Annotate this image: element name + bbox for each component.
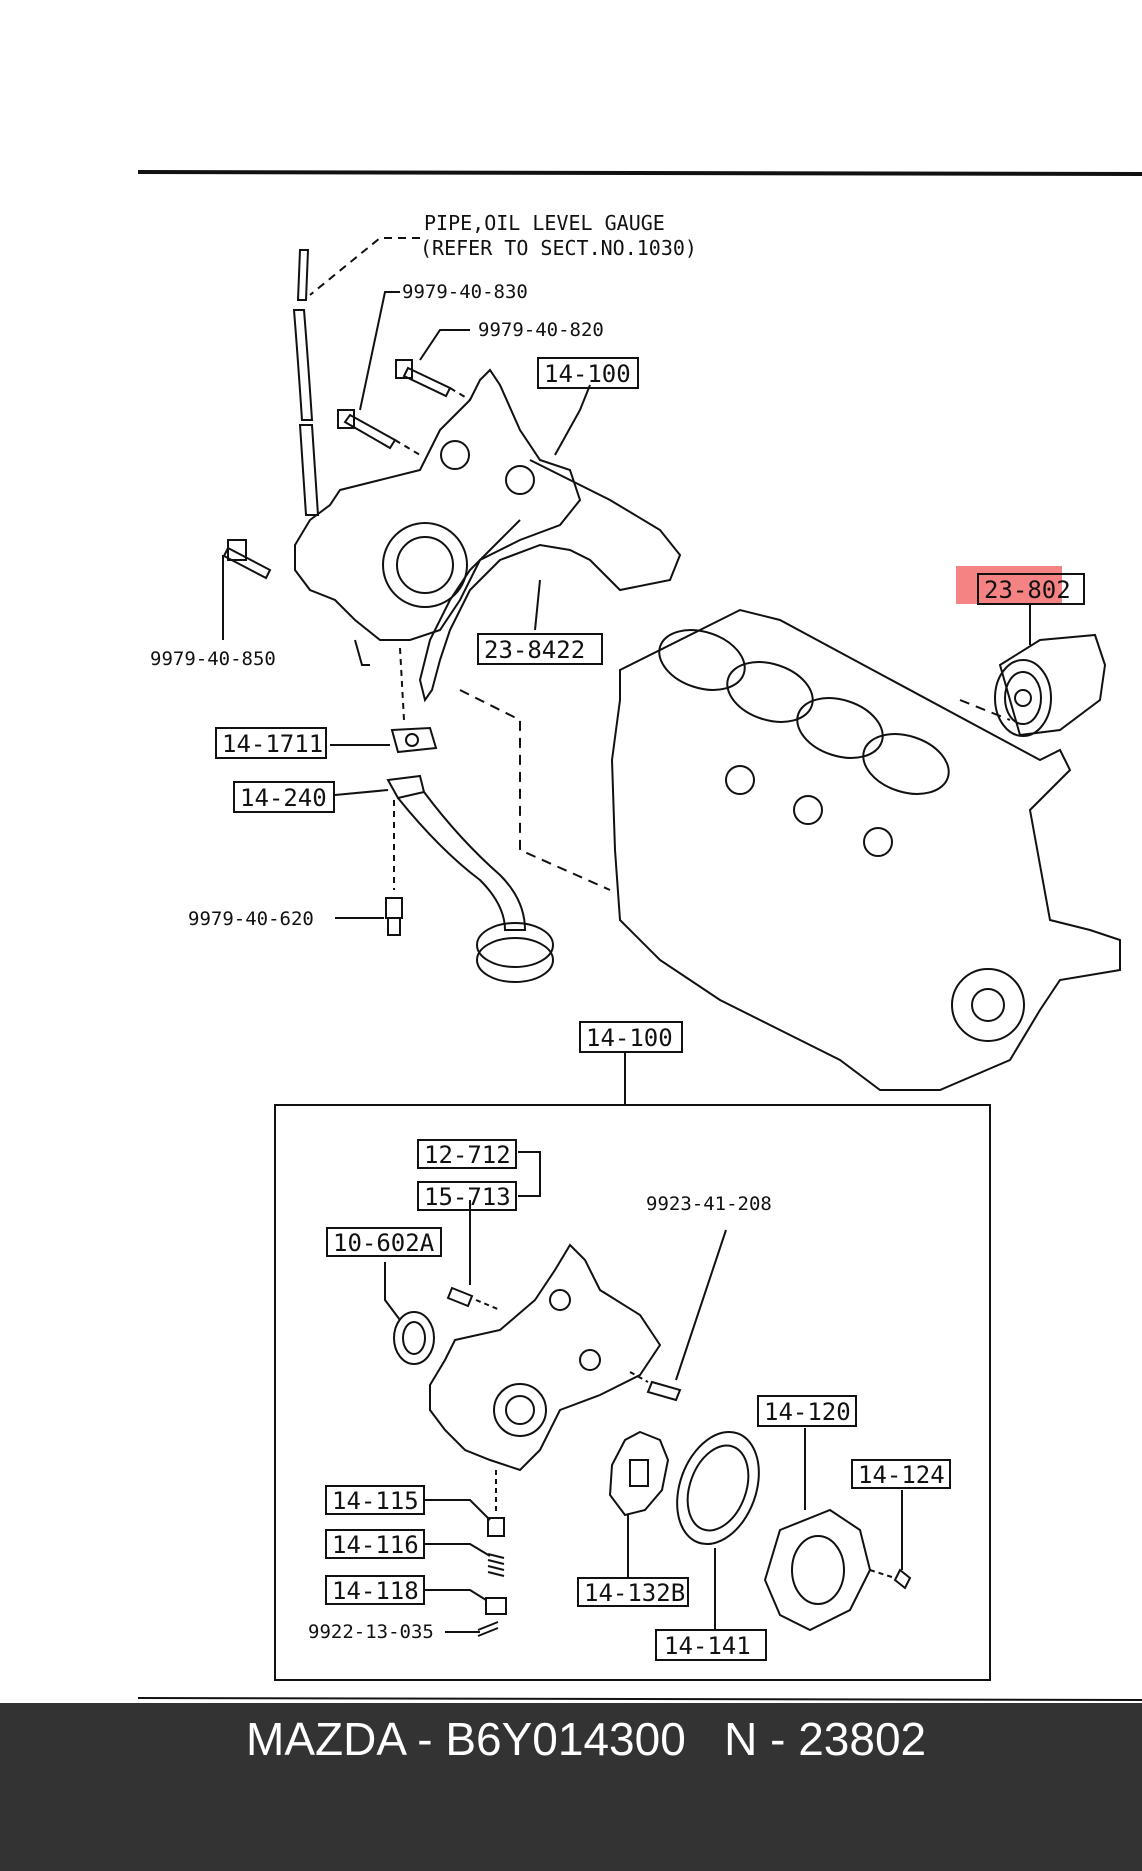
inset-oil-pump-drawing xyxy=(429,1243,662,1472)
gasket-drawing xyxy=(418,459,682,703)
box-14-132B: 14-132B xyxy=(577,1577,689,1607)
inset-oil-seal-drawing xyxy=(393,1311,435,1365)
label-9979-40-830: 9979-40-830 xyxy=(402,281,528,303)
svg-text:12-712: 12-712 xyxy=(424,1141,511,1169)
svg-text:14-240: 14-240 xyxy=(240,784,327,812)
footer-caption: MAZDA - B6Y014300 N - 23802 xyxy=(246,1713,927,1765)
label-9979-40-620: 9979-40-620 xyxy=(188,908,314,930)
bolt-9979-40-830-drawing xyxy=(337,409,397,450)
inset-inner-rotor-drawing xyxy=(608,1430,670,1517)
svg-text:14-120: 14-120 xyxy=(764,1398,851,1426)
box-14-100-inset: 14-100 xyxy=(579,1021,683,1053)
oil-pump-assembly-drawing xyxy=(294,368,582,666)
label-9922-13-035: 9922-13-035 xyxy=(308,1621,434,1643)
box-14-124: 14-124 xyxy=(851,1459,951,1489)
svg-text:10-602A: 10-602A xyxy=(333,1229,435,1257)
bolt-9979-40-620-drawing xyxy=(385,897,403,936)
oil-filter-drawing xyxy=(994,633,1107,737)
inset-dowel-drawing xyxy=(646,1380,682,1402)
inset-relief-plug-drawing xyxy=(485,1597,507,1615)
gauge-leader xyxy=(309,237,420,296)
box-14-240: 14-240 xyxy=(233,781,335,813)
inset-relief-spring-drawing xyxy=(487,1553,505,1577)
box-14-141: 14-141 xyxy=(655,1629,767,1661)
inset-screw-drawing xyxy=(893,1568,912,1590)
inset-pin-drawing xyxy=(446,1286,474,1308)
engine-block-drawing xyxy=(610,608,1121,1091)
svg-text:23-8422: 23-8422 xyxy=(484,636,585,664)
box-14-120: 14-120 xyxy=(757,1395,857,1427)
box-23-8422: 23-8422 xyxy=(477,633,603,665)
box-15-713: 15-713 xyxy=(417,1181,517,1211)
inset-frame xyxy=(274,1104,991,1681)
bottom-rule xyxy=(137,1697,1142,1701)
inset-pump-cover-drawing xyxy=(763,1508,872,1632)
svg-text:14-132B: 14-132B xyxy=(584,1579,685,1607)
header-note-line-1: PIPE,OIL LEVEL GAUGE xyxy=(424,211,665,235)
bolt-9979-40-820-drawing xyxy=(395,359,452,398)
svg-text:14-116: 14-116 xyxy=(332,1531,419,1559)
svg-text:14-141: 14-141 xyxy=(664,1632,751,1660)
svg-text:14-118: 14-118 xyxy=(332,1577,419,1605)
header-note-line-2: (REFER TO SECT.NO.1030) xyxy=(420,236,697,260)
label-9979-40-820: 9979-40-820 xyxy=(478,319,604,341)
svg-text:14-124: 14-124 xyxy=(858,1461,945,1489)
gasket-14-1711-drawing xyxy=(390,726,438,754)
svg-text:14-115: 14-115 xyxy=(332,1487,419,1515)
oil-strainer-drawing xyxy=(386,774,554,983)
bolt-9979-40-850-drawing xyxy=(222,539,272,580)
box-14-116: 14-116 xyxy=(325,1529,425,1559)
box-12-712: 12-712 xyxy=(417,1139,517,1169)
box-14-100-top: 14-100 xyxy=(537,357,639,389)
svg-text:15-713: 15-713 xyxy=(424,1183,511,1211)
svg-text:14-100: 14-100 xyxy=(586,1024,673,1052)
box-14-1711: 14-1711 xyxy=(215,727,327,759)
oil-level-gauge-pipe xyxy=(292,249,320,516)
inset-outer-rotor-drawing xyxy=(676,1430,760,1546)
box-14-115: 14-115 xyxy=(325,1485,425,1515)
svg-text:14-100: 14-100 xyxy=(544,360,631,388)
box-23-802: 23-802 xyxy=(977,573,1085,605)
footer-bar xyxy=(0,1703,1142,1871)
highlight-box xyxy=(956,566,1062,604)
inset-relief-plunger-drawing xyxy=(487,1517,505,1537)
svg-text:14-1711: 14-1711 xyxy=(222,730,323,758)
box-10-602A: 10-602A xyxy=(326,1227,442,1257)
top-rule xyxy=(137,170,1142,176)
label-9979-40-850: 9979-40-850 xyxy=(150,648,276,670)
box-14-118: 14-118 xyxy=(325,1575,425,1605)
label-9923-41-208: 9923-41-208 xyxy=(646,1193,772,1215)
svg-text:23-802: 23-802 xyxy=(984,576,1071,604)
